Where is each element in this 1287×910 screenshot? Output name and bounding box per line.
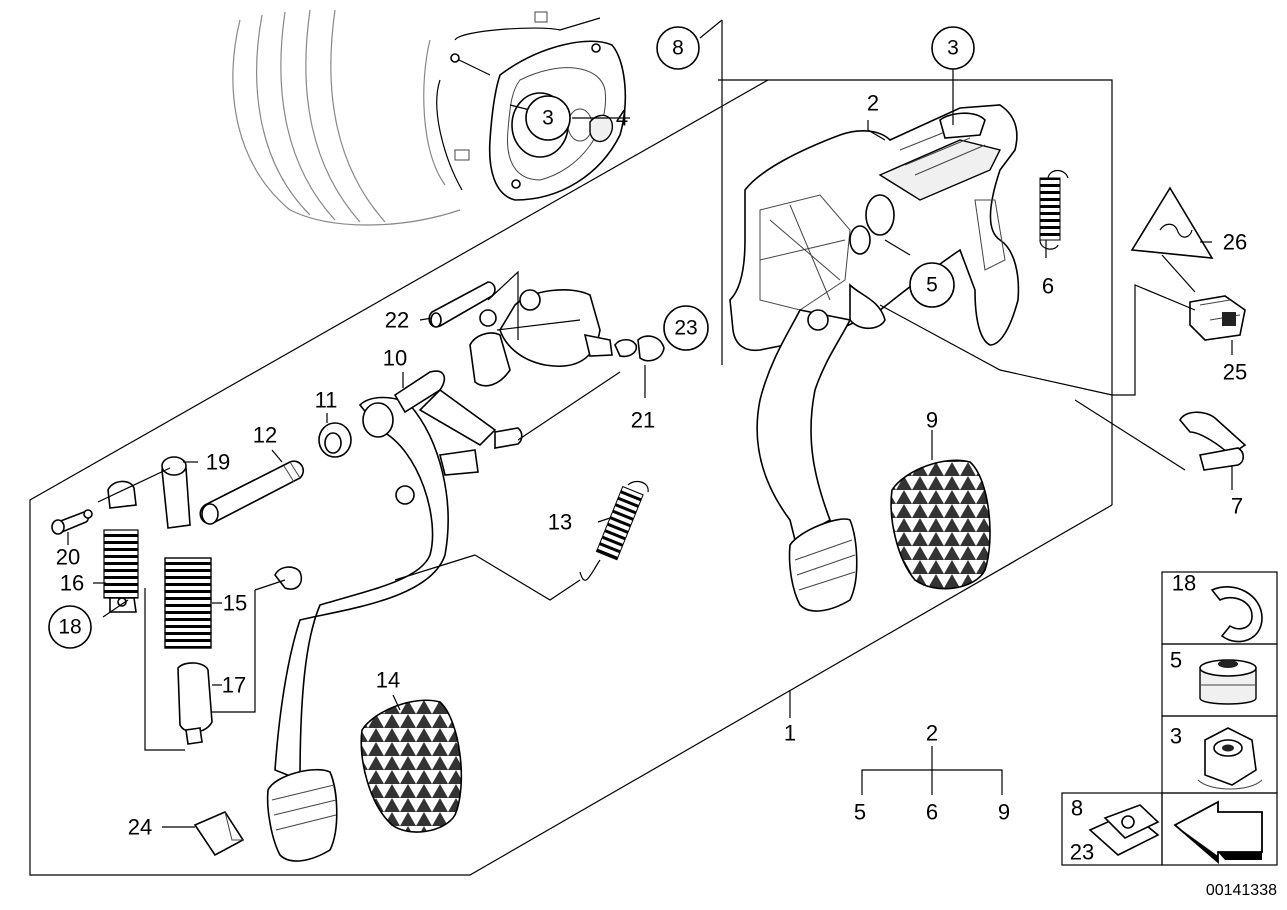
label-3-inset: 3 <box>1170 724 1182 749</box>
hex-nut-icon <box>1197 727 1263 790</box>
label-18-callout: 18 <box>58 616 81 639</box>
bushing-11 <box>318 422 352 458</box>
label-14: 14 <box>376 668 400 693</box>
inset-panel <box>1061 571 1278 866</box>
damper-16 <box>103 480 139 613</box>
clip-24 <box>193 810 245 857</box>
label-10: 10 <box>383 346 407 371</box>
label-12: 12 <box>253 423 277 448</box>
circlip-icon <box>1210 586 1263 643</box>
leader-lines <box>67 66 1233 828</box>
label-5-group: 5 <box>854 800 866 825</box>
label-11: 11 <box>315 388 338 413</box>
pedal-pad-9 <box>890 459 991 590</box>
label-6-group: 6 <box>926 800 938 825</box>
label-17: 17 <box>222 673 246 698</box>
bolt-20 <box>51 509 93 535</box>
clutch-pedal-arm <box>266 370 523 862</box>
label-2-group: 2 <box>926 721 938 746</box>
label-5-callout: 5 <box>926 274 938 297</box>
clip-nut-icon <box>1088 804 1160 856</box>
pedal-pad-14 <box>360 699 463 833</box>
label-4: 4 <box>616 106 628 131</box>
label-16: 16 <box>60 571 84 596</box>
label-24: 24 <box>128 815 152 840</box>
shaft-12 <box>199 460 305 525</box>
clip-7 <box>1179 411 1247 471</box>
brake-pedal-arm <box>756 309 858 612</box>
label-2: 2 <box>867 91 879 116</box>
spring-6 <box>1039 169 1069 250</box>
label-20: 20 <box>56 545 80 570</box>
sleeve-19 <box>161 456 191 529</box>
label-9-group: 9 <box>998 800 1010 825</box>
pedal-bracket <box>729 104 1020 352</box>
diagram-id: 00141338 <box>1205 882 1277 899</box>
label-15: 15 <box>223 591 247 616</box>
label-25: 25 <box>1223 360 1247 385</box>
master-cylinder <box>469 289 665 387</box>
label-19: 19 <box>206 450 230 475</box>
label-21: 21 <box>631 408 655 433</box>
group-frame-right <box>29 19 1113 876</box>
spring-15 <box>164 557 212 649</box>
sleeve-17 <box>177 662 213 745</box>
label-3-callout-top: 3 <box>947 37 959 60</box>
label-5-inset: 5 <box>1170 648 1182 673</box>
label-13: 13 <box>548 510 572 535</box>
label-7: 7 <box>1231 494 1243 519</box>
arrow-icon <box>1173 800 1263 864</box>
label-18-inset: 18 <box>1172 571 1196 596</box>
rubber-bushing-icon <box>1199 659 1257 705</box>
label-9: 9 <box>926 408 938 433</box>
label-23-inset: 23 <box>1070 840 1094 865</box>
callout-circles <box>48 26 975 649</box>
label-6: 6 <box>1042 274 1054 299</box>
label-8-inset: 8 <box>1071 796 1083 821</box>
label-group: 1 2 2 3 3 3 4 5 5 5 6 6 7 8 8 9 9 10 11 … <box>56 37 1247 865</box>
label-22: 22 <box>385 308 409 333</box>
label-23-callout: 23 <box>674 317 697 340</box>
sensor-25 <box>1189 295 1246 341</box>
label-8-callout: 8 <box>672 37 684 60</box>
label-3-callout-plate: 3 <box>542 107 554 130</box>
warning-triangle-26 <box>1130 186 1214 259</box>
spring-13 <box>579 480 649 581</box>
label-26: 26 <box>1223 230 1247 255</box>
label-1: 1 <box>784 721 796 746</box>
brake-booster <box>232 9 601 226</box>
